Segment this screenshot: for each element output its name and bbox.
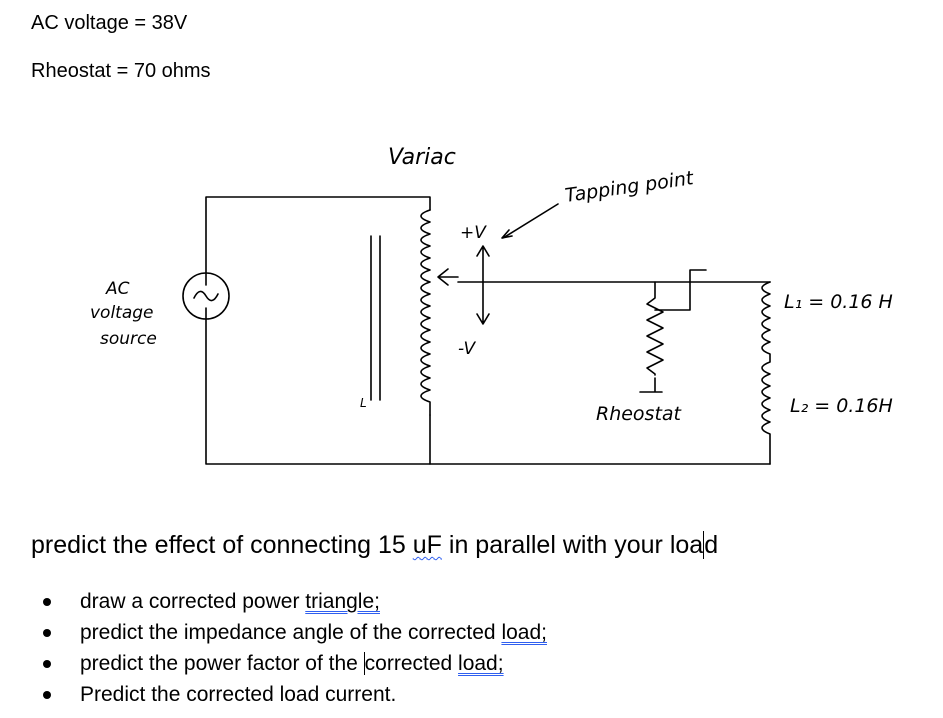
list-item: draw a corrected power triangle; — [0, 586, 547, 617]
ac-sine-icon — [193, 290, 219, 302]
plus-v-label: +V — [460, 223, 487, 243]
list-item: predict the impedance angle of the corre… — [0, 617, 547, 648]
task-list: draw a corrected power triangle; predict… — [0, 586, 547, 710]
grammar-underline: load; — [458, 652, 504, 675]
minus-v-label: -V — [458, 339, 476, 359]
wire-left-lower — [205, 307, 431, 465]
ac-source-symbol — [182, 272, 230, 320]
l1-label: L₁ = 0.16 H — [784, 291, 893, 313]
inductor-coils — [761, 281, 771, 465]
tapping-point-label: Tapping point — [564, 167, 697, 207]
question-unit: uF — [412, 531, 442, 559]
text-caret: corrected — [363, 652, 459, 675]
grammar-underline: triangle; — [305, 590, 380, 613]
voltage-arrow — [476, 245, 490, 325]
grammar-underline: load; — [501, 621, 547, 644]
given-ac-voltage: AC voltage = 38V — [31, 12, 188, 34]
rheostat-symbol — [646, 281, 664, 376]
list-item: predict the power factor of the correcte… — [0, 648, 547, 679]
variac-coil — [420, 209, 431, 416]
l2-label: L₂ = 0.16H — [790, 395, 893, 417]
voltage-label: voltage — [90, 303, 154, 323]
question-middle: in parallel with your loa — [441, 531, 704, 559]
rheostat-label: Rheostat — [596, 403, 683, 425]
text-caret: d — [703, 531, 719, 559]
question-before: predict the effect of connecting 15 — [31, 531, 413, 559]
wire-top-left — [205, 196, 431, 286]
core-marker-label: L — [360, 396, 367, 410]
tapping-pointer — [501, 203, 559, 239]
list-item: Predict the corrected load current. — [0, 679, 547, 710]
rheostat-wiper — [639, 269, 707, 393]
variac-label: Variac — [388, 145, 456, 170]
ac-label: AC — [105, 279, 130, 299]
source-label: source — [100, 329, 157, 349]
tapping-arrow — [437, 268, 459, 286]
given-rheostat: Rheostat = 70 ohms — [31, 60, 211, 82]
question-text: predict the effect of connecting 15 uF i… — [31, 531, 719, 560]
circuit-diagram: Variac Tapping point +V -V AC voltage so… — [90, 145, 893, 465]
